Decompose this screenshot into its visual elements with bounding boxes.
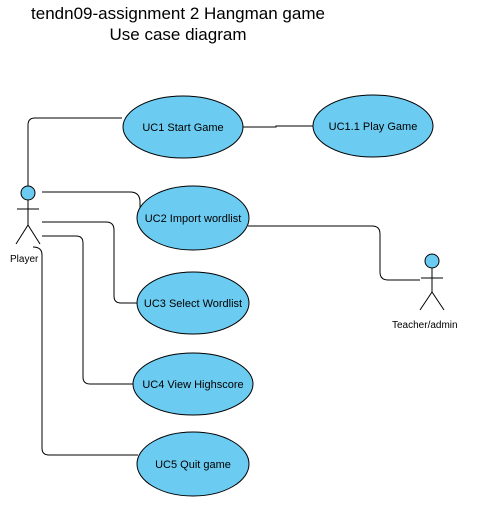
- player-actor: [15, 185, 41, 245]
- connector-uc1-uc1-1: [243, 125, 313, 128]
- teacher-actor: [419, 253, 445, 311]
- player-label: Player: [10, 254, 39, 265]
- connector-player-uc5: [32, 246, 138, 456]
- connector-player-uc3: [42, 221, 137, 304]
- uc5-label: UC5 Quit game: [155, 459, 231, 471]
- teacher-label: Teacher/admin: [392, 320, 458, 331]
- use-case-uc2: UC2 Import wordlist: [136, 185, 250, 251]
- connector-player-uc1: [27, 117, 122, 186]
- diagram-title-line2: Use case diagram: [109, 25, 247, 44]
- connectors: [27, 117, 420, 456]
- use-case-uc1: UC1 Start Game: [122, 95, 244, 159]
- connector-uc2-teacher: [248, 225, 420, 281]
- use-case-uc5: UC5 Quit game: [136, 431, 250, 497]
- connector-player-uc2: [42, 191, 141, 216]
- uc1-label: UC1 Start Game: [142, 122, 223, 134]
- uc1-1-label: UC1.1 Play Game: [329, 121, 418, 133]
- uc4-label: UC4 View Highscore: [142, 379, 243, 391]
- use-case-uc4: UC4 View Highscore: [132, 352, 254, 416]
- connector-player-uc4: [42, 235, 133, 385]
- uc3-label: UC3 Select Wordlist: [144, 298, 242, 310]
- use-case-uc1-1: UC1.1 Play Game: [312, 94, 434, 158]
- use-case-uc3: UC3 Select Wordlist: [136, 271, 250, 335]
- player-head: [20, 185, 36, 201]
- teacher-head: [424, 253, 440, 269]
- diagram-title-line1: tendn09-assignment 2 Hangman game: [31, 4, 325, 23]
- uc2-label: UC2 Import wordlist: [145, 213, 242, 225]
